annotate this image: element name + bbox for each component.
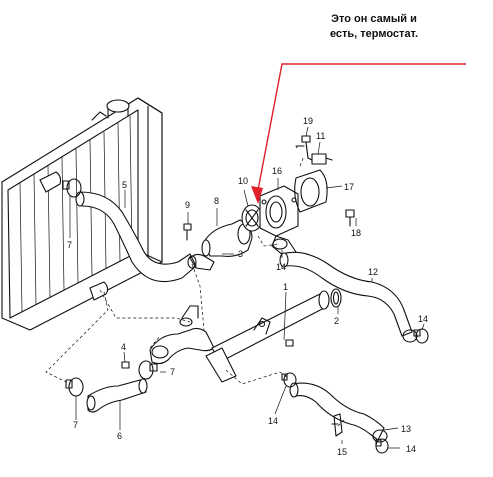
gasket	[294, 169, 328, 213]
hose-clamp	[138, 360, 158, 380]
annotation-arrow	[251, 63, 466, 204]
part-label-6: 6	[117, 431, 122, 441]
part-label-19: 19	[303, 116, 313, 126]
lower-radiator-hose	[86, 378, 148, 413]
part-label-3: 3	[238, 249, 243, 259]
annotation-line-2: есть, термостат.	[329, 28, 419, 40]
part-label-5: 5	[122, 180, 127, 190]
hose-clamp	[413, 328, 429, 344]
upper-radiator-hose	[75, 191, 197, 283]
part-labels: 1 2 3 4 5 6 7 7 7 7 8 9 10 11 12 13 14 1…	[67, 116, 428, 457]
o-ring	[330, 288, 342, 308]
dashed-leaders	[45, 143, 347, 427]
part-label-11: 11	[316, 131, 325, 141]
part-label-7: 7	[67, 240, 72, 250]
hose-retainer-clip	[331, 413, 343, 437]
radiator	[1, 97, 163, 331]
bolt	[345, 209, 355, 227]
hose-clamp	[281, 372, 297, 388]
part-label-12: 12	[368, 267, 378, 277]
part-label-14: 14	[418, 314, 428, 324]
hose-clamp	[62, 178, 82, 198]
hose-clamp	[65, 377, 84, 397]
water-inlet-pipe	[205, 290, 330, 383]
part-label-7: 7	[73, 420, 78, 430]
part-label-16: 16	[272, 166, 282, 176]
leader-lines	[69, 126, 425, 449]
part-label-1: 1	[283, 282, 288, 292]
part-label-14: 14	[406, 444, 416, 454]
bypass-hose	[149, 305, 215, 365]
part-label-17: 17	[344, 182, 354, 192]
part-label-9: 9	[185, 200, 190, 210]
annotation-note: Это он самый и есть, термостат.	[318, 12, 430, 42]
part-label-10: 10	[238, 176, 248, 186]
bolt	[285, 339, 294, 347]
temperature-sensor	[295, 135, 333, 165]
part-label-18: 18	[351, 228, 361, 238]
annotation-line-1: Это он самый и	[331, 13, 417, 25]
bolt	[183, 223, 192, 241]
part-label-13: 13	[401, 424, 411, 434]
part-label-14: 14	[276, 262, 286, 272]
part-label-4: 4	[121, 342, 126, 352]
part-label-7: 7	[170, 367, 175, 377]
part-label-15: 15	[337, 447, 347, 457]
hose-clamp	[375, 438, 389, 454]
part-label-2: 2	[334, 316, 339, 326]
part-label-8: 8	[214, 196, 219, 206]
heater-hose-lower	[289, 382, 388, 443]
bolt	[121, 361, 130, 369]
hose-clamp	[272, 238, 288, 250]
thermostat	[241, 204, 263, 232]
heater-hose-upper	[279, 251, 418, 343]
part-label-14: 14	[268, 416, 278, 426]
thermostat-housing	[259, 185, 299, 257]
hose-clip	[187, 253, 215, 271]
